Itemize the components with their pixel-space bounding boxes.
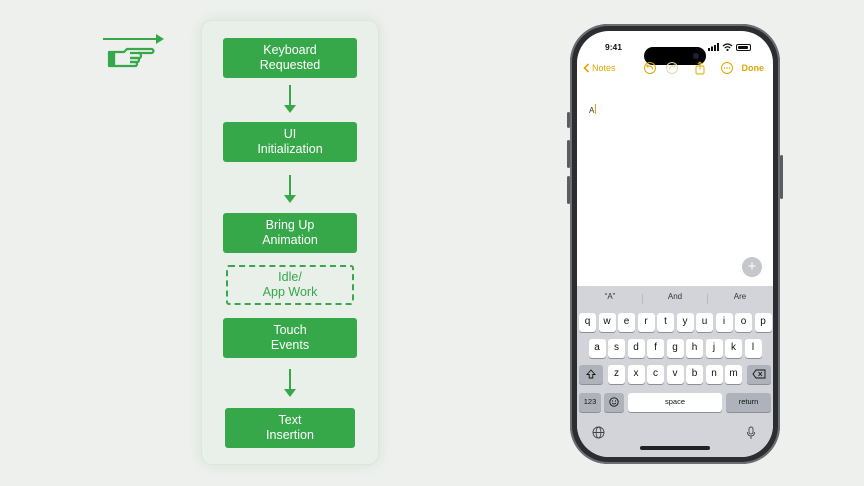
key-t[interactable]: t [657, 313, 674, 332]
key-b[interactable]: b [686, 365, 703, 384]
pointing-hand-icon [103, 34, 164, 68]
key-d[interactable]: d [627, 339, 645, 358]
status-time: 9:41 [605, 42, 623, 52]
step-text-insertion: Text Insertion [225, 408, 355, 448]
undo-icon[interactable] [643, 61, 657, 75]
redo-icon[interactable] [665, 61, 679, 75]
keyboard-bottom-bar [577, 426, 773, 457]
note-text: A [589, 106, 595, 115]
add-attachment-button[interactable]: + [742, 257, 762, 277]
key-f[interactable]: f [647, 339, 664, 358]
key-r[interactable]: r [637, 313, 655, 332]
key-k[interactable]: k [725, 339, 742, 358]
action-button [567, 112, 570, 128]
volume-down-button [567, 176, 570, 204]
keyboard: “A” And Are q w e r t y u i o p a s d f … [577, 286, 773, 457]
globe-icon[interactable] [592, 426, 605, 439]
key-q[interactable]: q [579, 313, 596, 332]
step-bring-up-animation: Bring Up Animation [223, 213, 357, 253]
shift-icon [585, 369, 597, 379]
emoji-key[interactable] [604, 393, 624, 412]
signal-icon [708, 43, 719, 51]
key-c[interactable]: c [647, 365, 664, 384]
microphone-icon[interactable] [746, 426, 756, 440]
key-p[interactable]: p [754, 313, 772, 332]
key-l[interactable]: l [744, 339, 762, 358]
text-cursor [595, 104, 597, 114]
notes-navbar: Notes Done [577, 61, 773, 77]
return-key[interactable]: return [726, 393, 771, 412]
done-button[interactable]: Done [741, 63, 765, 73]
home-indicator [640, 446, 710, 450]
power-button [780, 155, 783, 199]
key-o[interactable]: o [735, 313, 752, 332]
backspace-icon [752, 369, 766, 379]
chevron-left-icon [583, 63, 590, 73]
key-i[interactable]: i [715, 313, 733, 332]
suggestion-item[interactable]: Are [733, 292, 747, 301]
key-z[interactable]: z [608, 365, 625, 384]
numbers-key[interactable]: 123 [579, 393, 601, 412]
back-label: Notes [592, 63, 616, 73]
step-ui-initialization: UI Initialization [223, 122, 357, 162]
dynamic-island [644, 47, 706, 65]
flow-arrow [284, 175, 296, 203]
suggestion-item[interactable]: And [667, 292, 683, 301]
step-keyboard-requested: Keyboard Requested [223, 38, 357, 78]
wifi-icon [722, 43, 733, 51]
key-s[interactable]: s [608, 339, 625, 358]
key-w[interactable]: w [598, 313, 616, 332]
step-touch-events: Touch Events [223, 318, 357, 358]
shift-key[interactable] [579, 365, 603, 384]
flow-panel: Keyboard Requested UI Initialization Bri… [202, 21, 378, 464]
key-v[interactable]: v [666, 365, 684, 384]
key-j[interactable]: j [705, 339, 723, 358]
key-u[interactable]: u [696, 313, 713, 332]
status-icons [708, 43, 751, 51]
flow-arrow [284, 369, 296, 397]
step-idle-app-work: Idle/ App Work [226, 265, 354, 305]
note-body[interactable]: A [589, 104, 597, 115]
share-icon[interactable] [693, 61, 707, 75]
suggestion-item[interactable]: “A” [604, 292, 616, 301]
battery-icon [736, 43, 751, 51]
back-button[interactable]: Notes [583, 63, 616, 73]
suggestion-bar: “A” And Are [577, 292, 773, 306]
flow-arrow [284, 85, 296, 113]
volume-up-button [567, 140, 570, 168]
more-icon[interactable] [720, 61, 734, 75]
key-y[interactable]: y [676, 313, 694, 332]
space-key[interactable]: space [628, 393, 722, 412]
delete-key[interactable] [747, 365, 771, 384]
key-n[interactable]: n [705, 365, 723, 384]
key-a[interactable]: a [588, 339, 606, 358]
key-e[interactable]: e [618, 313, 635, 332]
key-h[interactable]: h [686, 339, 703, 358]
key-m[interactable]: m [725, 365, 742, 384]
key-x[interactable]: x [627, 365, 645, 384]
pointer-indicator [100, 30, 170, 72]
status-bar: 9:41 [577, 41, 773, 65]
emoji-icon [609, 397, 619, 407]
phone-screen: 9:41 Notes [577, 31, 773, 457]
key-g[interactable]: g [666, 339, 684, 358]
